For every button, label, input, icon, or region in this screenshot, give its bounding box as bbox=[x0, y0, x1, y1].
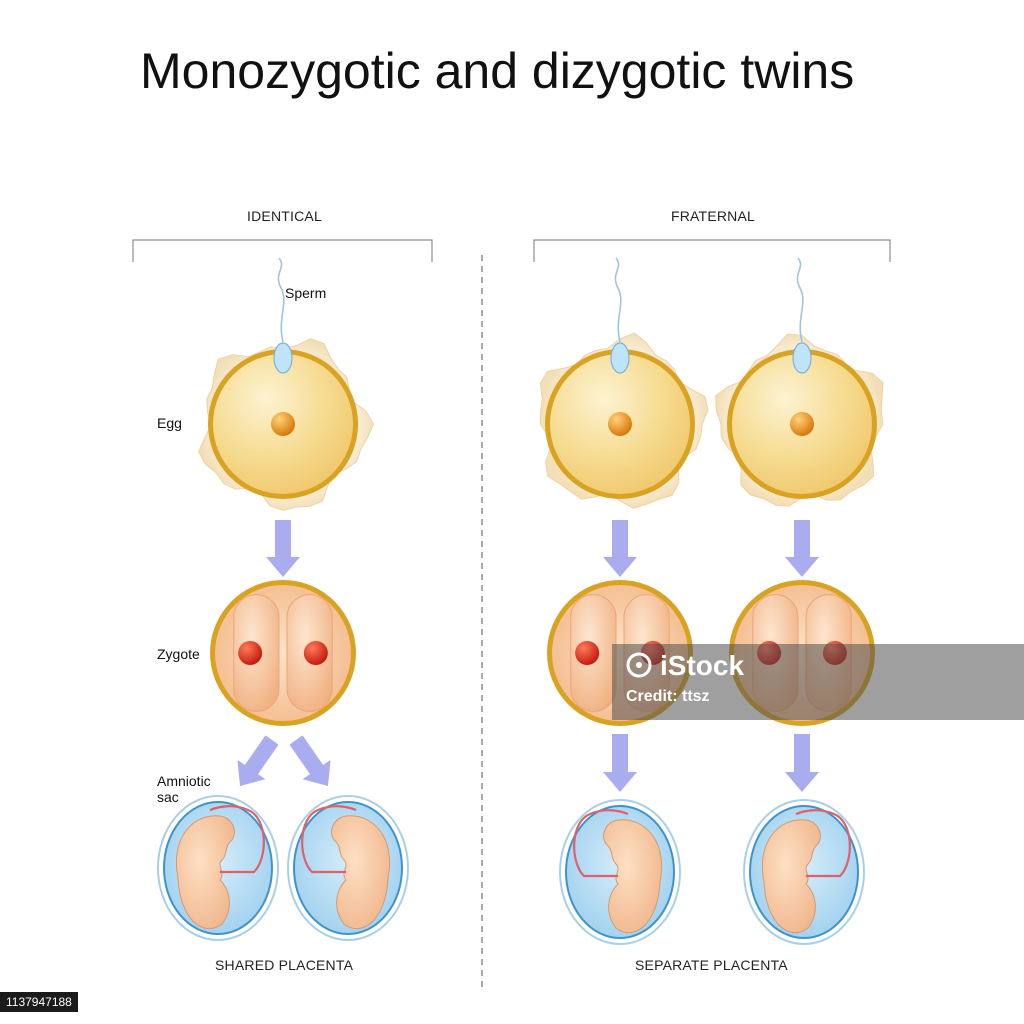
zygote-label: Zygote bbox=[157, 646, 200, 662]
amniotic-sac-label-line2: sac bbox=[157, 789, 179, 805]
down-arrow-icon bbox=[289, 735, 331, 786]
sperm-tail bbox=[277, 257, 285, 343]
umbilical-cord bbox=[301, 805, 357, 874]
fraternal-bracket bbox=[533, 239, 891, 262]
istock-logo-icon bbox=[626, 652, 652, 678]
embryo bbox=[176, 815, 235, 930]
egg-nucleus bbox=[608, 412, 632, 436]
arrow-shape bbox=[603, 734, 637, 792]
shared-placenta-caption: SHARED PLACENTA bbox=[215, 957, 354, 973]
zygote-nucleus-right bbox=[303, 641, 328, 665]
down-arrow-icon bbox=[785, 520, 819, 577]
down-arrow-icon bbox=[237, 735, 279, 786]
stock-id-badge: 1137947188 bbox=[0, 992, 78, 1012]
identical-bracket bbox=[132, 239, 433, 262]
zygote-nucleus-left bbox=[575, 641, 600, 665]
egg-label: Egg bbox=[157, 415, 182, 431]
arrow-shape bbox=[785, 520, 819, 577]
sperm-head-icon bbox=[792, 342, 812, 374]
down-arrow-icon bbox=[785, 734, 819, 792]
sperm-head-icon bbox=[610, 342, 630, 374]
egg-nucleus bbox=[271, 412, 295, 436]
sperm-label: Sperm bbox=[285, 285, 327, 301]
down-arrow-icon bbox=[603, 734, 637, 792]
umbilical-cord bbox=[795, 809, 851, 878]
egg-nucleus bbox=[790, 412, 814, 436]
sperm-head-icon bbox=[273, 342, 293, 374]
fraternal-heading: FRATERNAL bbox=[671, 208, 755, 224]
embryo bbox=[331, 815, 390, 930]
amniotic-sac-label-line1: Amniotic bbox=[157, 773, 211, 789]
sperm-tail bbox=[614, 257, 622, 343]
arrow-shape bbox=[266, 520, 300, 577]
zygote-nucleus-left bbox=[238, 641, 263, 665]
identical-heading: IDENTICAL bbox=[247, 208, 322, 224]
arrow-shape bbox=[237, 735, 279, 786]
watermark-banner: iStock Credit: ttsz bbox=[612, 644, 1024, 720]
down-arrow-icon bbox=[603, 520, 637, 577]
arrow-shape bbox=[289, 735, 331, 786]
down-arrow-icon bbox=[266, 520, 300, 577]
embryo bbox=[603, 819, 662, 934]
watermark-credit: Credit: ttsz bbox=[626, 688, 710, 705]
umbilical-cord bbox=[573, 809, 629, 878]
watermark-brand: iStock bbox=[660, 650, 745, 681]
separate-placenta-caption: SEPARATE PLACENTA bbox=[635, 957, 788, 973]
embryo bbox=[762, 819, 821, 934]
umbilical-cord bbox=[209, 805, 265, 874]
page-title: Monozygotic and dizygotic twins bbox=[140, 43, 855, 99]
arrow-shape bbox=[603, 520, 637, 577]
arrow-shape bbox=[785, 734, 819, 792]
sperm-tail bbox=[796, 257, 804, 343]
